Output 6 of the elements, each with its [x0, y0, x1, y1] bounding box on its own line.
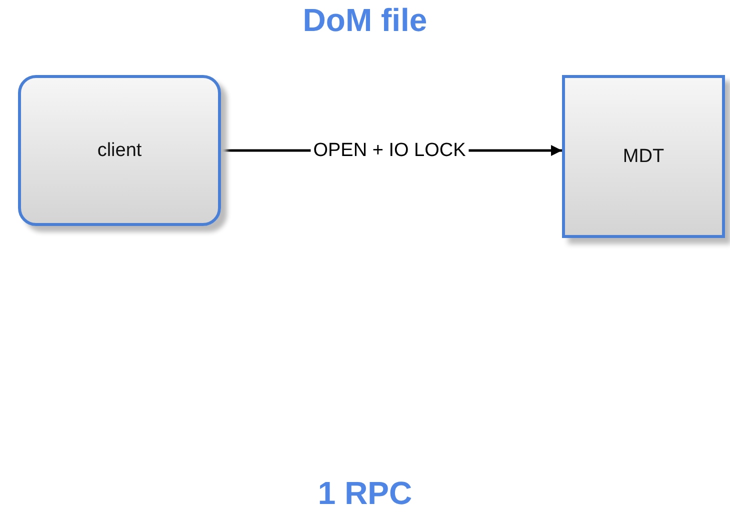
caption-label: 1 RPC — [316, 475, 414, 512]
node-label: client — [97, 140, 142, 162]
title: DoM file — [302, 2, 428, 39]
process-box — [562, 75, 725, 238]
process-box — [18, 75, 221, 226]
node-label: MDT — [622, 146, 664, 168]
